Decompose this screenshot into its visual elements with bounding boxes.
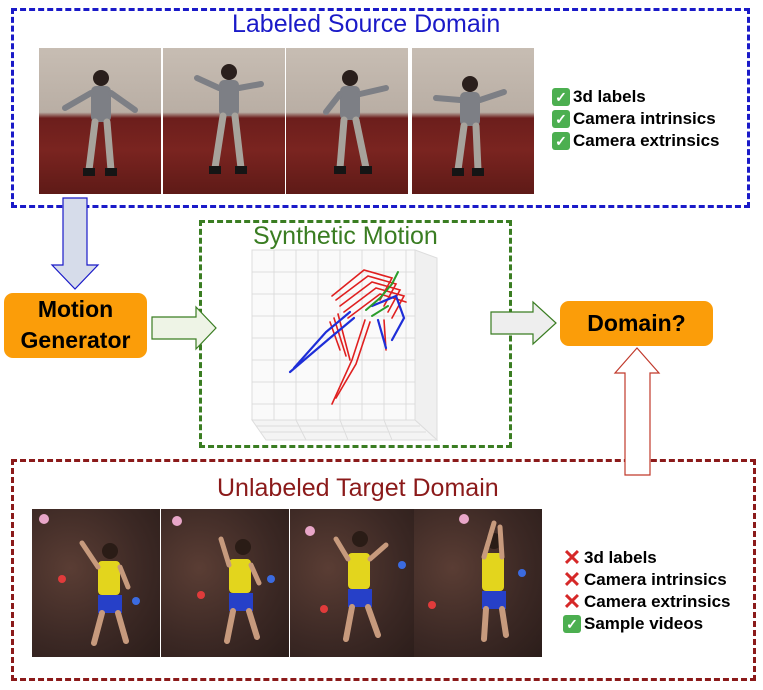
cross-icon: ✕ bbox=[562, 589, 582, 614]
checklist-item: ✕3d labels bbox=[562, 545, 657, 570]
wall-climber-figure bbox=[172, 516, 275, 644]
checklist-item: ✓Camera intrinsics bbox=[552, 108, 719, 130]
cross-icon: ✕ bbox=[562, 567, 582, 592]
arrow-right-icon bbox=[490, 300, 557, 346]
target-video-frame-1 bbox=[32, 509, 160, 657]
arrow-down-icon bbox=[50, 197, 100, 290]
target-video-frame-3 bbox=[290, 509, 418, 657]
arrow-right-icon bbox=[151, 305, 217, 351]
check-icon: ✓ bbox=[552, 110, 570, 128]
source-video-frame-4 bbox=[412, 48, 534, 194]
target-video-frame-4 bbox=[414, 509, 542, 657]
target-domain-title: Unlabeled Target Domain bbox=[217, 474, 499, 502]
target-checklist: ✕3d labels ✕Camera intrinsics ✕Camera ex… bbox=[563, 547, 730, 635]
target-domain-panel bbox=[11, 459, 756, 681]
motion-generator-box: Motion Generator bbox=[4, 293, 147, 358]
wall-climber-figure bbox=[428, 514, 526, 642]
source-domain-title: Labeled Source Domain bbox=[232, 10, 501, 38]
source-video-frame-2 bbox=[163, 48, 285, 194]
cross-icon: ✕ bbox=[562, 545, 582, 570]
climber-figure bbox=[323, 70, 389, 174]
arrow-up-icon bbox=[613, 347, 661, 476]
synthetic-motion-title: Synthetic Motion bbox=[253, 222, 438, 250]
target-video-frame-2 bbox=[161, 509, 289, 657]
checklist-item: ✕Camera extrinsics bbox=[562, 589, 731, 614]
grid-3d bbox=[251, 249, 439, 442]
skeleton-motion bbox=[288, 269, 407, 405]
source-checklist: ✓3d labels ✓Camera intrinsics ✓Camera ex… bbox=[552, 86, 719, 152]
check-icon: ✓ bbox=[563, 615, 581, 633]
source-video-frame-3 bbox=[286, 48, 408, 194]
wall-climber-figure bbox=[305, 526, 406, 642]
climber-figure bbox=[433, 76, 507, 176]
wall-climber-figure bbox=[39, 514, 140, 646]
climber-figure bbox=[62, 70, 138, 176]
checklist-item: ✓Sample videos bbox=[563, 613, 730, 635]
source-domain-panel bbox=[11, 8, 750, 208]
checklist-item: ✕Camera intrinsics bbox=[562, 567, 727, 592]
checklist-item: ✓Camera extrinsics bbox=[552, 130, 719, 152]
check-icon: ✓ bbox=[552, 88, 570, 106]
checklist-item: ✓3d labels bbox=[552, 86, 719, 108]
domain-discriminator-box: Domain? bbox=[560, 301, 713, 346]
climber-figure bbox=[194, 64, 264, 174]
source-video-frame-1 bbox=[39, 48, 161, 194]
check-icon: ✓ bbox=[552, 132, 570, 150]
